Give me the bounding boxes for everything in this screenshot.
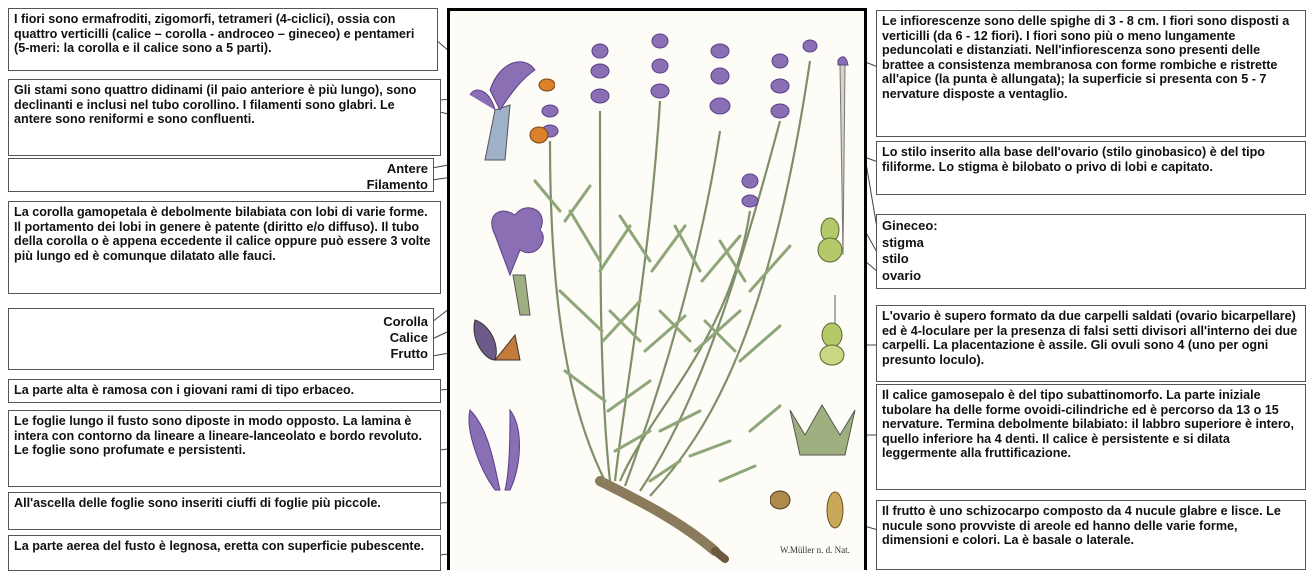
flower-description-box: I fiori sono ermafroditi, zigomorfi, tet… xyxy=(8,8,438,71)
inflorescence-description: Le infiorescenze sono delle spighe di 3 … xyxy=(882,14,1300,102)
style-label: stilo xyxy=(882,251,1300,268)
style-description: Lo stilo inserito alla base dell'ovario … xyxy=(882,145,1300,174)
detail-drawings-left xyxy=(455,50,555,530)
ovary-label: ovario xyxy=(882,268,1300,285)
stem-description: La parte aerea del fusto è legnosa, eret… xyxy=(14,539,435,554)
detail-drawings-right xyxy=(770,55,860,545)
axil-description-box: All'ascella delle foglie sono inseriti c… xyxy=(8,492,441,530)
stem-cut xyxy=(715,551,725,559)
pistil-icon xyxy=(818,57,848,262)
artist-signature: W.Müller n. d. Nat. xyxy=(780,545,850,555)
flower-description: I fiori sono ermafroditi, zigomorfi, tet… xyxy=(14,12,432,56)
corolla-description-box: La corolla gamopetala è debolmente bilab… xyxy=(8,201,441,294)
stamen-description-box: Gli stami sono quattro didinami (il paio… xyxy=(8,79,441,156)
stigma-label: stigma xyxy=(882,235,1300,252)
gynoecium-label: Gineceo: xyxy=(882,218,1300,235)
anther-icon xyxy=(530,79,555,143)
flower-pair-icon xyxy=(469,410,519,490)
filament-label: Filamento xyxy=(14,177,428,193)
axil-description: All'ascella delle foglie sono inseriti c… xyxy=(14,496,435,511)
woody-stem xyxy=(600,481,715,551)
leaves-description: Le foglie lungo il fusto sono diposte in… xyxy=(14,414,435,458)
fruit-label: Frutto xyxy=(14,346,428,362)
corolla-icon xyxy=(492,208,543,315)
ovary-icon xyxy=(820,295,844,365)
fruit-description-box: Il frutto è uno schizocarpo composto da … xyxy=(876,500,1306,570)
anther-label: Antere xyxy=(14,161,428,177)
upper-part-box: La parte alta è ramosa con i giovani ram… xyxy=(8,379,441,403)
calyx-label: Calice xyxy=(14,330,428,346)
fruit-description: Il frutto è uno schizocarpo composto da … xyxy=(882,504,1300,548)
ovary-description: L'ovario è supero formato da due carpell… xyxy=(882,309,1300,367)
leaves xyxy=(535,181,790,481)
corolla-description: La corolla gamopetala è debolmente bilab… xyxy=(14,205,435,263)
inflorescence-description-box: Le infiorescenze sono delle spighe di 3 … xyxy=(876,10,1306,137)
calyx-description-box: Il calice gamosepalo è del tipo subattin… xyxy=(876,384,1306,490)
corolla-label-box: Corolla Calice Frutto xyxy=(8,308,434,370)
style-description-box: Lo stilo inserito alla base dell'ovario … xyxy=(876,141,1306,195)
upper-part-description: La parte alta è ramosa con i giovani ram… xyxy=(14,383,435,398)
gynoecium-label-box: Gineceo: stigma stilo ovario xyxy=(876,214,1306,289)
anther-label-box: Antere Filamento xyxy=(8,158,434,192)
nutlet-icon xyxy=(770,491,843,528)
corolla-label: Corolla xyxy=(14,314,428,330)
ovary-description-box: L'ovario è supero formato da due carpell… xyxy=(876,305,1306,382)
leaves-description-box: Le foglie lungo il fusto sono diposte in… xyxy=(8,410,441,487)
calyx-fruit-icon xyxy=(474,320,520,360)
open-calyx-icon xyxy=(790,405,855,455)
stamen-description: Gli stami sono quattro didinami (il paio… xyxy=(14,83,435,127)
calyx-description: Il calice gamosepalo è del tipo subattin… xyxy=(882,388,1300,461)
stem-description-box: La parte aerea del fusto è legnosa, eret… xyxy=(8,535,441,571)
flower-detail-icon xyxy=(470,62,535,160)
